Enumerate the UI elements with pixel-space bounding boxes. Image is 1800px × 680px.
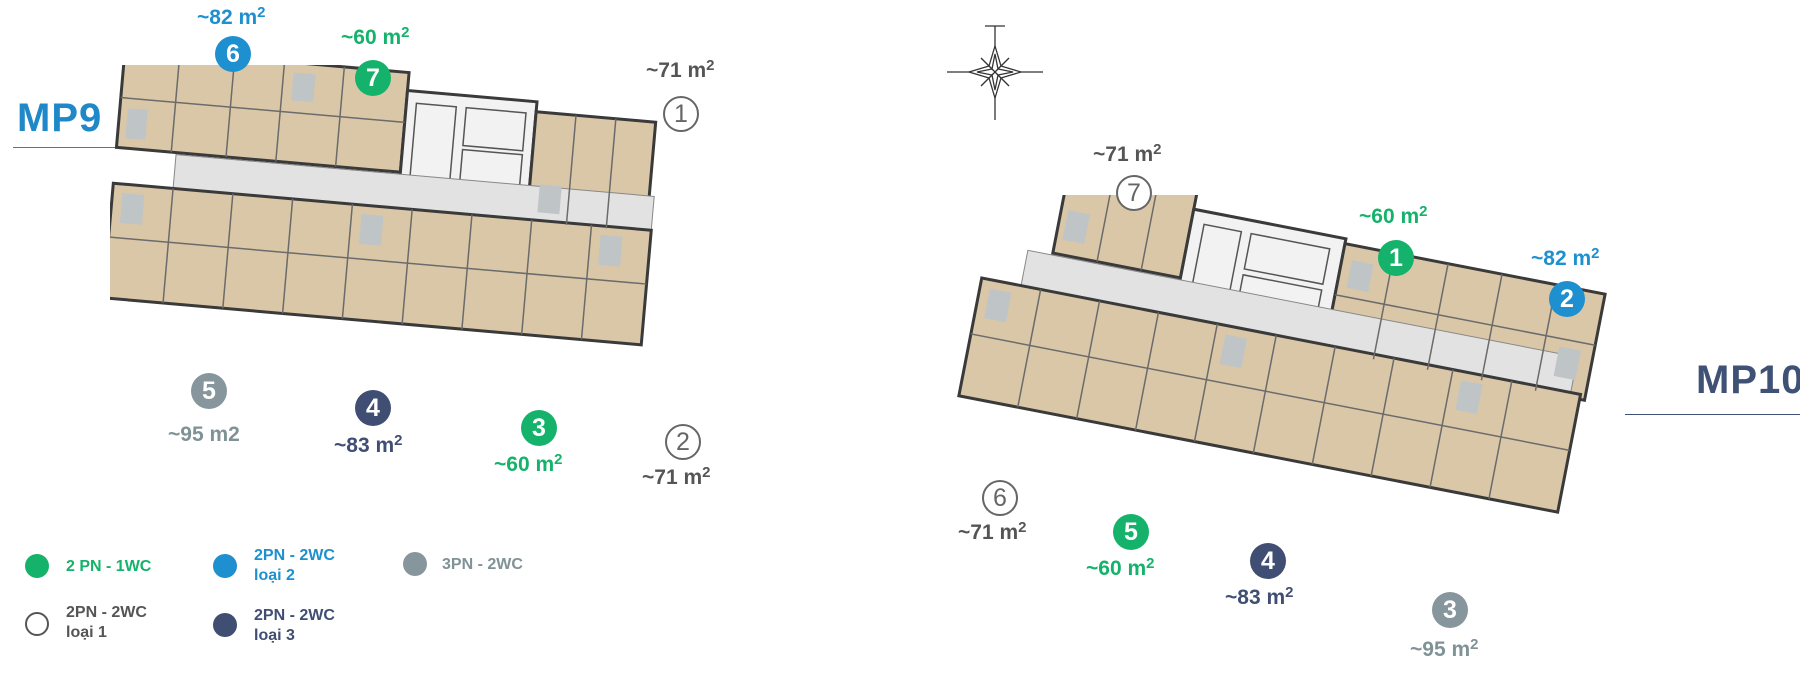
unit-marker-mp9-2[interactable]: 2 xyxy=(665,424,701,460)
legend-label-3pn-2wc: 3PN - 2WC xyxy=(442,555,523,575)
area-exponent: 2 xyxy=(394,432,403,449)
legend-dot-navy xyxy=(213,613,237,637)
legend-line1: 2PN - 2WC xyxy=(254,547,335,564)
area-text: ~71 m xyxy=(958,521,1019,544)
unit-marker-mp10-7[interactable]: 7 xyxy=(1116,175,1152,211)
unit-area-mp10-6: ~71 m2 xyxy=(958,519,1026,545)
legend-label-2pn-2wc-loai-3: 2PN - 2WC loại 3 xyxy=(254,606,335,646)
area-exponent: 2 xyxy=(401,24,410,41)
legend-dot-outline xyxy=(25,612,49,636)
unit-marker-mp9-1[interactable]: 1 xyxy=(663,96,699,132)
unit-marker-mp10-4[interactable]: 4 xyxy=(1250,543,1286,579)
unit-marker-mp10-3[interactable]: 3 xyxy=(1432,592,1468,628)
unit-marker-mp10-1[interactable]: 1 xyxy=(1378,240,1414,276)
unit-area-mp10-7: ~71 m2 xyxy=(1093,141,1161,167)
area-exponent: 2 xyxy=(1153,141,1162,158)
legend-label-2pn-2wc-loai-2: 2PN - 2WC loại 2 xyxy=(254,546,335,586)
unit-area-mp9-5: ~95 m2 xyxy=(168,421,240,447)
area-exponent: 2 xyxy=(554,451,563,468)
legend-dot-gray xyxy=(403,552,427,576)
unit-area-mp10-3: ~95 m2 xyxy=(1410,636,1478,662)
legend-line1: 2PN - 2WC xyxy=(66,604,147,621)
floor-plan-mp9 xyxy=(110,65,750,410)
legend-dot-blue xyxy=(213,554,237,578)
unit-area-mp10-4: ~83 m2 xyxy=(1225,584,1293,610)
area-text: ~83 m xyxy=(1225,586,1286,609)
unit-marker-mp9-6[interactable]: 6 xyxy=(215,36,251,72)
legend-line2: loại 3 xyxy=(254,627,295,644)
area-text: ~60 m xyxy=(494,453,555,476)
title-underline-mp9 xyxy=(13,147,138,148)
unit-area-mp10-2: ~82 m2 xyxy=(1531,245,1599,271)
area-exponent: 2 xyxy=(1285,584,1294,601)
unit-marker-mp10-6[interactable]: 6 xyxy=(982,480,1018,516)
area-exponent: 2 xyxy=(1018,519,1027,536)
building-title-mp9: MP9 xyxy=(17,96,103,140)
unit-area-mp9-6: ~82 m2 xyxy=(197,4,265,30)
unit-area-mp9-7: ~60 m2 xyxy=(341,24,409,50)
legend-line1: 2 PN - 1WC xyxy=(66,558,152,575)
unit-marker-mp9-4[interactable]: 4 xyxy=(355,390,391,426)
area-text: ~95 m2 xyxy=(168,423,240,446)
title-underline-mp10 xyxy=(1625,414,1800,415)
unit-area-mp10-5: ~60 m2 xyxy=(1086,555,1154,581)
area-text: ~82 m xyxy=(1531,247,1592,270)
legend-line1: 2PN - 2WC xyxy=(254,607,335,624)
unit-marker-mp9-3[interactable]: 3 xyxy=(521,410,557,446)
area-text: ~71 m xyxy=(1093,143,1154,166)
area-text: ~60 m xyxy=(1086,557,1147,580)
area-text: ~83 m xyxy=(334,434,395,457)
compass-rose-icon xyxy=(945,22,1045,127)
floor-plan-mp10 xyxy=(945,195,1625,595)
area-text: ~60 m xyxy=(341,26,402,49)
unit-area-mp9-4: ~83 m2 xyxy=(334,432,402,458)
area-exponent: 2 xyxy=(1146,555,1155,572)
legend-dot-green xyxy=(25,554,49,578)
unit-marker-mp9-5[interactable]: 5 xyxy=(191,373,227,409)
area-exponent: 2 xyxy=(1470,636,1479,653)
unit-area-mp9-2: ~71 m2 xyxy=(642,464,710,490)
legend-label-2pn-2wc-loai-1: 2PN - 2WC loại 1 xyxy=(66,603,147,643)
unit-area-mp10-1: ~60 m2 xyxy=(1359,203,1427,229)
area-exponent: 2 xyxy=(1591,245,1600,262)
legend-line2: loại 2 xyxy=(254,567,295,584)
area-exponent: 2 xyxy=(257,4,266,21)
unit-area-mp9-1: ~71 m2 xyxy=(646,57,714,83)
area-exponent: 2 xyxy=(702,464,711,481)
unit-area-mp9-3: ~60 m2 xyxy=(494,451,562,477)
building-title-mp10: MP10 xyxy=(1696,358,1800,402)
unit-marker-mp9-7[interactable]: 7 xyxy=(355,60,391,96)
legend-line2: loại 1 xyxy=(66,624,107,641)
unit-marker-mp10-5[interactable]: 5 xyxy=(1113,514,1149,550)
legend-label-2pn-1wc: 2 PN - 1WC xyxy=(66,557,151,577)
area-text: ~71 m xyxy=(642,466,703,489)
area-text: ~71 m xyxy=(646,59,707,82)
area-text: ~60 m xyxy=(1359,205,1420,228)
area-exponent: 2 xyxy=(1419,203,1428,220)
area-text: ~82 m xyxy=(197,6,258,29)
unit-marker-mp10-2[interactable]: 2 xyxy=(1549,281,1585,317)
area-exponent: 2 xyxy=(706,57,715,74)
legend-line1: 3PN - 2WC xyxy=(442,556,523,573)
area-text: ~95 m xyxy=(1410,638,1471,661)
